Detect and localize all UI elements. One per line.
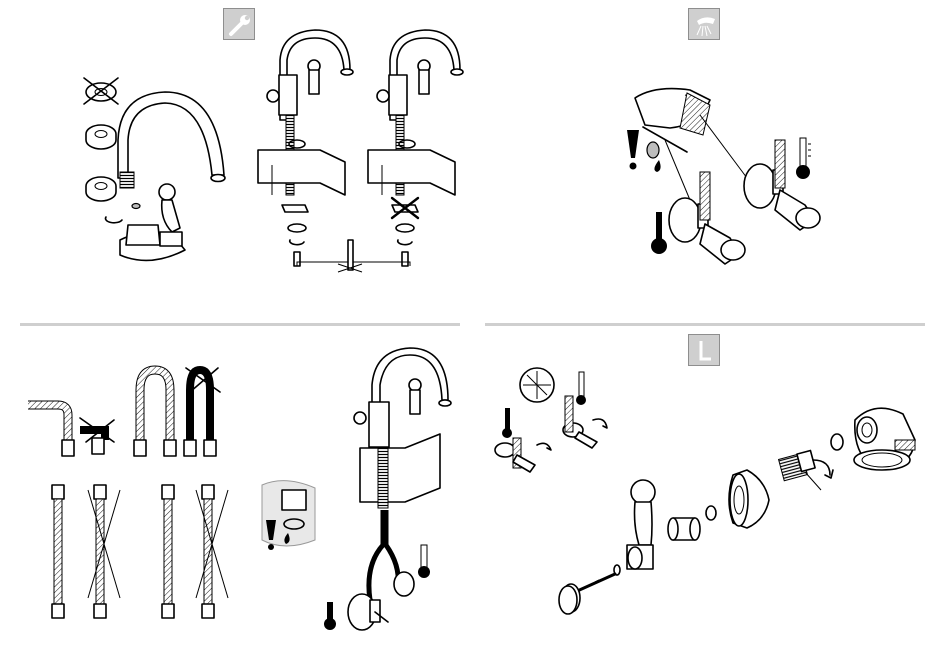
- nut-detail: [262, 481, 315, 550]
- panel-spout-installation: [0, 0, 475, 320]
- bushing: [668, 518, 700, 540]
- spout-body: [118, 92, 225, 260]
- angle-valves-drawing: [475, 0, 950, 320]
- crossed-washer-icon: [84, 78, 118, 104]
- o-ring-large: [831, 434, 843, 450]
- hose-bend-ok: [28, 405, 74, 456]
- thermometer-cold-icon: [418, 545, 430, 578]
- valve-body: [854, 408, 915, 470]
- clip-ring: [105, 217, 122, 223]
- lever-handle: [627, 480, 655, 569]
- divider-left: [20, 323, 460, 326]
- screw: [575, 574, 615, 592]
- shutoff-wheel-icon: [520, 368, 554, 402]
- thermometer-hot-icon: [651, 212, 667, 254]
- hose-routing-drawing: [0, 330, 475, 667]
- hose-bend-wrong: [80, 418, 114, 454]
- aerator-insert: [86, 177, 116, 201]
- angle-valve-hot: [669, 172, 745, 264]
- thermometer-cold-icon: [796, 138, 811, 179]
- spout-aerator-drawing: [0, 0, 475, 320]
- thermometer-hot-icon: [502, 408, 512, 438]
- spout-cutaway: [635, 89, 710, 172]
- hose-straight-group: [52, 485, 228, 618]
- thermometer-cold-icon: [576, 372, 586, 405]
- faucet-with-hoses: [348, 348, 451, 630]
- hose-loop-ok: [134, 370, 176, 456]
- angle-valve-cold: [744, 140, 820, 230]
- faucet-left: [258, 30, 353, 266]
- o-ring-small: [706, 506, 716, 520]
- faucet-right: [368, 30, 463, 266]
- index-cap: [559, 584, 580, 614]
- panel-angle-valves: [475, 0, 950, 320]
- cartridge: [779, 450, 833, 490]
- mini-valve-right: [563, 396, 607, 448]
- panel-cartridge-exploded: [475, 330, 950, 667]
- cartridge-exploded-drawing: [475, 330, 950, 667]
- divider-right: [485, 323, 925, 326]
- aerator-ring: [86, 125, 116, 149]
- hose-loop-wrong: [184, 368, 220, 456]
- warning-icon: [627, 130, 639, 170]
- mini-valve-left: [495, 438, 551, 472]
- panel-hose-routing: [0, 330, 475, 667]
- escutcheon-cone: [729, 470, 769, 528]
- thermometer-hot-icon: [324, 602, 336, 630]
